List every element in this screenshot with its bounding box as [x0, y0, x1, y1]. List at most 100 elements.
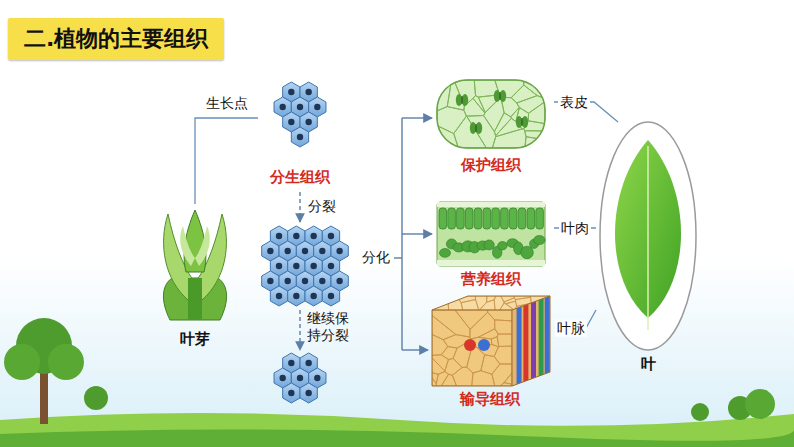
- graphic-part: [432, 334, 448, 355]
- graphic-part: [516, 108, 529, 130]
- graphic-part: [523, 304, 528, 382]
- node-label: 输导组织: [424, 391, 556, 408]
- graphic-part: [288, 119, 294, 125]
- graphic-part: [288, 390, 294, 396]
- step-label: 分化: [362, 249, 390, 266]
- graphic-part: [514, 296, 530, 300]
- tissue-node: 保护组织: [428, 76, 554, 176]
- graphic-part: [470, 122, 476, 134]
- graphic-part: [483, 208, 491, 229]
- graphic-part: [310, 233, 316, 239]
- graphic-part: [299, 310, 300, 350]
- graphic-part: [302, 248, 308, 254]
- graphic-part: [267, 248, 273, 254]
- graphic-part: [498, 242, 508, 250]
- graphic-part: [525, 137, 545, 148]
- edge-label: 生长点: [204, 95, 250, 112]
- graphic-part: [509, 208, 517, 229]
- step-label: 分裂: [308, 198, 336, 215]
- graphic-part: [328, 263, 334, 269]
- graphic-part: [445, 358, 462, 375]
- graphic-part: [492, 129, 526, 148]
- graphic-part: [437, 260, 545, 266]
- graphic-part: [402, 349, 428, 350]
- bud-node: 叶芽: [148, 204, 242, 350]
- graphic-part: [647, 146, 649, 330]
- graphic-part: [500, 92, 501, 100]
- node-label: 分生组织: [258, 169, 342, 186]
- graphic-part: [480, 300, 496, 310]
- graphic-part: [527, 208, 535, 229]
- graphic-part: [299, 192, 300, 222]
- graphic-part: [518, 208, 526, 229]
- graphic-part: [432, 80, 550, 386]
- graphic-part: [336, 248, 342, 254]
- graphic-part: [456, 94, 462, 106]
- graphic-part: [464, 339, 476, 351]
- graphic-part: [494, 346, 512, 364]
- graphic-part: [437, 80, 452, 111]
- title-text: 二.植物的主要组织: [24, 26, 208, 51]
- graphic-part: [163, 210, 226, 320]
- graphic-part: [531, 301, 536, 379]
- graphic-part: [484, 240, 494, 250]
- graphic-part: [284, 248, 290, 254]
- graphic-part: [195, 226, 210, 266]
- graphic-part: [691, 403, 709, 421]
- graphic-part: [457, 208, 465, 229]
- graphic-part: [497, 334, 512, 346]
- graphic-part: [432, 296, 550, 386]
- graphic-part: [293, 233, 299, 239]
- graphic-part: [288, 286, 305, 306]
- graphic-part: [394, 257, 402, 258]
- graphic-part: [4, 344, 40, 380]
- title-box: 二.植物的主要组织: [8, 18, 224, 60]
- graphic-part: [437, 202, 545, 207]
- graphic-part: [492, 208, 500, 229]
- graphic-part: [439, 208, 447, 229]
- graphic-part: [437, 202, 545, 266]
- leaf-node: 叶: [596, 122, 700, 350]
- graphic-part: [455, 310, 488, 329]
- tissue-node: 输导组织: [424, 294, 556, 410]
- step-label: 继续保持分裂: [307, 310, 350, 344]
- graphic-part: [512, 296, 550, 386]
- edge-label: 叶肉: [559, 220, 591, 237]
- graphic-part: [300, 383, 317, 403]
- graphic-part: [328, 233, 334, 239]
- graphic-part: [291, 127, 308, 147]
- graphic-part: [328, 293, 334, 299]
- graphic-part: [432, 315, 456, 339]
- graphic-part: [521, 246, 534, 259]
- graphic-part: [522, 116, 528, 128]
- graphic-part: [517, 307, 522, 385]
- graphic-part: [539, 298, 544, 376]
- graphic-part: [441, 347, 457, 360]
- graphic-part: [262, 82, 349, 403]
- graphic-part: [448, 208, 456, 229]
- graphic-part: [283, 383, 300, 403]
- graphic-part: [501, 296, 515, 302]
- graphic-part: [288, 360, 294, 366]
- graphic-part: [48, 344, 84, 380]
- graphic-part: [319, 278, 325, 284]
- edge-label: 叶脉: [555, 320, 587, 337]
- graphic-part: [297, 375, 303, 381]
- graphic-part: [276, 263, 282, 269]
- graphic-part: [534, 235, 545, 244]
- graphic-part: [501, 208, 509, 229]
- graphic-part: [305, 360, 311, 366]
- graphic-part: [305, 119, 311, 125]
- graphic-part: [432, 310, 512, 386]
- graphic-part: [319, 248, 325, 254]
- graphic-part: [528, 102, 545, 124]
- graphic-part: [465, 208, 473, 229]
- graphic-part: [310, 293, 316, 299]
- graphic-part: [293, 293, 299, 299]
- graphic-part: [293, 263, 299, 269]
- graphic-part: [314, 104, 320, 110]
- graphic-part: [545, 296, 550, 374]
- graphic-part: [600, 122, 696, 350]
